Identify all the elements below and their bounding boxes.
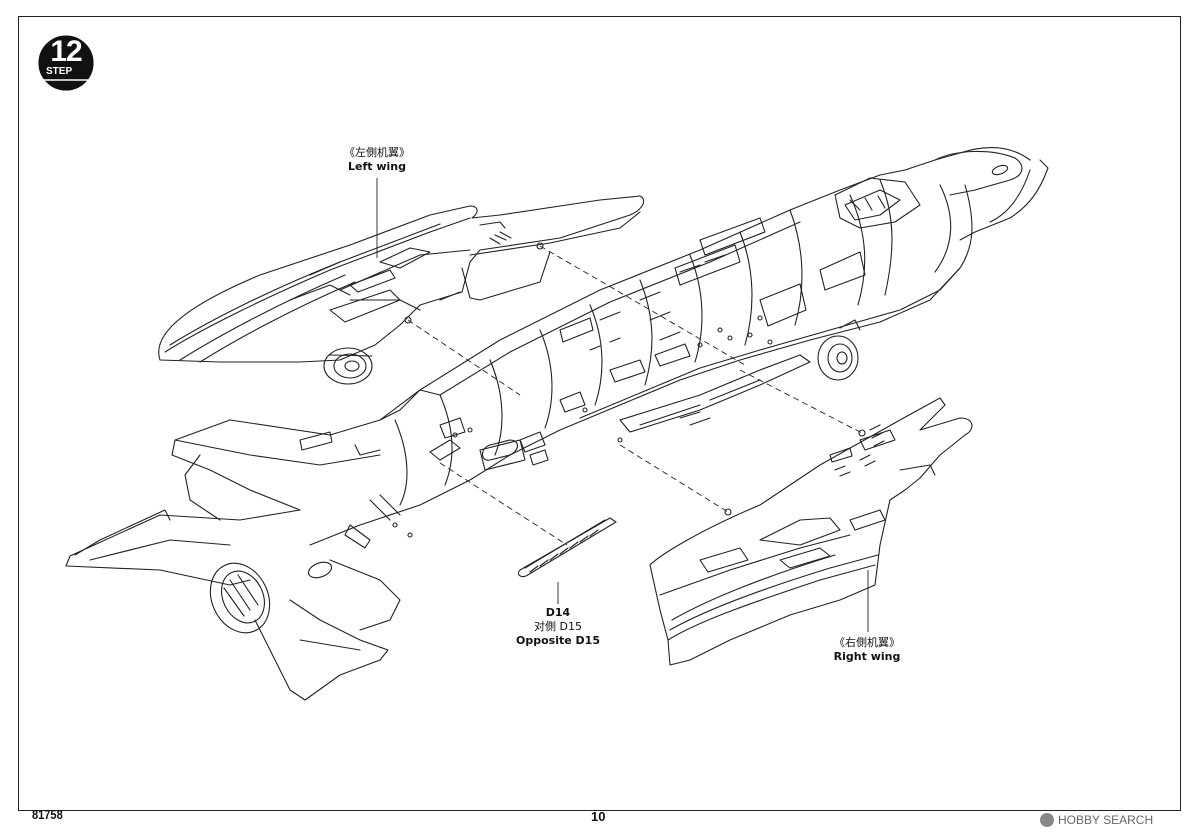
watermark-text: HOBBY SEARCH (1058, 813, 1154, 827)
part-d14-label: D14 对側 D15 Opposite D15 (516, 606, 600, 648)
alignment-lines (407, 245, 863, 546)
hobby-search-logo-icon (1040, 813, 1054, 827)
part-d15-opposite-en: Opposite D15 (516, 634, 600, 647)
right-wing-label: 《右側机翼》 Right wing (815, 636, 919, 664)
step-badge: 12 STEP (36, 33, 96, 91)
left-wing-part (158, 195, 645, 385)
page-frame (18, 16, 1181, 811)
fuselage-part (65, 147, 1049, 701)
part-d14-id: D14 (545, 606, 571, 619)
watermark: HOBBY SEARCH (1040, 813, 1153, 827)
left-wing-label: 《左側机翼》 Left wing (327, 146, 427, 174)
product-code: 81758 (32, 807, 63, 822)
left-wing-label-cn: 《左側机翼》 (344, 146, 410, 159)
step-badge-icon (38, 35, 94, 91)
right-wing-part (649, 397, 973, 666)
step-number: 12 (50, 35, 82, 68)
part-d15-opposite-cn: 对側 D15 (534, 620, 582, 633)
part-d14 (517, 517, 617, 578)
right-wing-label-en: Right wing (833, 650, 901, 663)
page-number: 10 (591, 809, 606, 824)
label-leaders (376, 178, 869, 632)
step-word: STEP (46, 66, 73, 77)
right-wing-label-cn: 《右側机翼》 (834, 636, 900, 649)
left-wing-label-en: Left wing (348, 160, 406, 173)
